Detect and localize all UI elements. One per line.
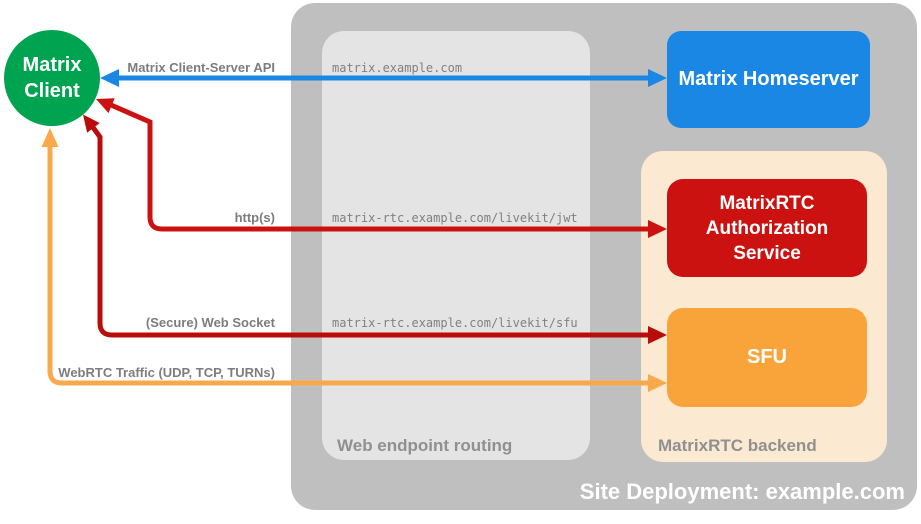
endpoint-livekit-jwt: matrix-rtc.example.com/livekit/jwt	[332, 211, 578, 225]
sfu-node: SFU	[667, 308, 867, 407]
matrix-client-node: Matrix Client	[4, 30, 100, 126]
web-endpoint-routing-box	[322, 31, 590, 460]
matrix-homeserver-label: Matrix Homeserver	[678, 68, 859, 90]
client-server-api-label: Matrix Client-Server API	[127, 60, 275, 75]
site-deployment-caption: Site Deployment: example.com	[579, 479, 905, 504]
websocket-label: (Secure) Web Socket	[145, 315, 275, 330]
endpoint-matrix-example: matrix.example.com	[332, 61, 463, 75]
matrixrtc-backend-caption: MatrixRTC backend	[658, 436, 817, 455]
matrix-client-label: Matrix Client	[22, 54, 82, 102]
sfu-label: SFU	[747, 346, 787, 368]
webrtc-traffic-label: WebRTC Traffic (UDP, TCP, TURNs)	[58, 365, 275, 380]
web-endpoint-routing-caption: Web endpoint routing	[337, 436, 513, 455]
endpoint-livekit-sfu: matrix-rtc.example.com/livekit/sfu	[332, 316, 578, 330]
matrixrtc-auth-service-label: MatrixRTC Authorization Service	[705, 192, 829, 264]
matrix-homeserver-node: Matrix Homeserver	[667, 31, 870, 128]
arrowhead-into-client	[41, 128, 59, 147]
arrowhead-into-client	[96, 98, 115, 114]
https-label: http(s)	[234, 210, 275, 225]
arrowhead-into-client	[83, 114, 100, 133]
matrixrtc-auth-service-node: MatrixRTC Authorization Service	[667, 179, 867, 277]
